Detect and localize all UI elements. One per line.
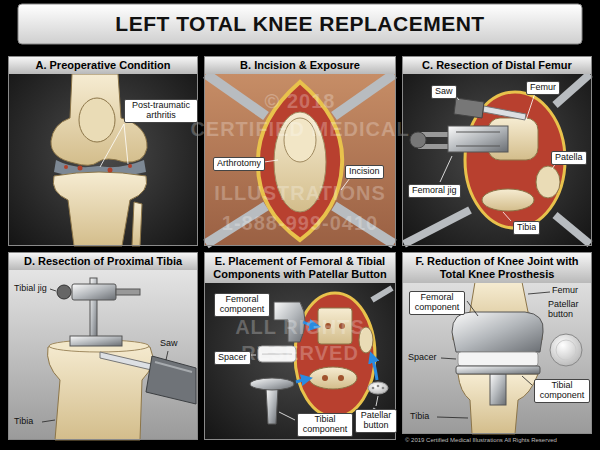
callout-text: Saw — [435, 87, 453, 97]
callout-box: Tibial component — [534, 379, 590, 403]
step-panel: C. Resection of Distal FemurSaw FemurPate… — [402, 56, 592, 246]
part-label: Saw — [160, 339, 178, 349]
part-label: Femur — [552, 286, 578, 296]
panel-heading: D. Resection of Proximal Tibia — [9, 253, 197, 270]
callout-text: Tibia — [517, 223, 536, 233]
step-panel: F. Reduction of Knee Joint with Total Kn… — [402, 252, 592, 434]
callout-box: Femur — [526, 81, 560, 95]
part-label: Tibia — [14, 417, 33, 427]
panel-heading: C. Resection of Distal Femur — [403, 57, 591, 74]
callout-text: Post-traumatic arthritis — [128, 101, 194, 121]
callout-text: Patellar button — [359, 411, 393, 431]
part-label: Tibia — [410, 412, 429, 422]
part-label: Tibial jig — [14, 284, 47, 294]
diagram-title: LEFT TOTAL KNEE REPLACEMENT — [18, 4, 582, 44]
part-label: Spacer — [408, 353, 437, 363]
callout-box: Femoral component — [214, 293, 270, 317]
callout-text: Incision — [349, 167, 380, 177]
callout-box: Arthrotomy — [213, 157, 265, 171]
part-label: Patellar button — [548, 300, 592, 320]
watermark-text: ALL RIGHTS — [100, 316, 500, 338]
callout-text: Tibial component — [538, 381, 586, 401]
callout-box: Saw — [431, 85, 457, 99]
callout-box: Tibial component — [297, 413, 353, 437]
callout-text: Arthrotomy — [217, 159, 261, 169]
callout-text: Patella — [555, 153, 583, 163]
step-panel: B. Incision & ExposureArthrotomyIncision — [204, 56, 396, 246]
callout-text: Spacer — [218, 353, 247, 363]
callout-box: Patellar button — [355, 409, 397, 433]
panel-heading: E. Placement of Femoral & Tibial Compone… — [205, 253, 395, 283]
callout-box: Femoral component — [409, 291, 465, 315]
callout-text: Femur — [530, 83, 556, 93]
watermark-text: 1-888-999-0410 — [100, 212, 500, 234]
callout-box: Patella — [551, 151, 587, 165]
callout-box: Post-traumatic arthritis — [124, 99, 198, 123]
panel-heading: A. Preoperative Condition — [9, 57, 197, 74]
callout-box: Tibia — [513, 221, 540, 235]
callout-box: Incision — [345, 165, 384, 179]
callout-text: Femoral jig — [412, 186, 457, 196]
panel-heading: B. Incision & Exposure — [205, 57, 395, 74]
copyright-note: © 2019 Certified Medical Illustrations A… — [405, 437, 557, 444]
callout-text: Femoral component — [413, 293, 461, 313]
callout-text: Tibial component — [301, 415, 349, 435]
callout-text: Femoral component — [218, 295, 266, 315]
panel-heading: F. Reduction of Knee Joint with Total Kn… — [403, 253, 591, 283]
callout-box: Femoral jig — [408, 184, 461, 198]
callout-box: Spacer — [214, 351, 251, 365]
step-panel: A. Preoperative ConditionPost-traumatic … — [8, 56, 198, 246]
step-panel: E. Placement of Femoral & Tibial Compone… — [204, 252, 396, 440]
